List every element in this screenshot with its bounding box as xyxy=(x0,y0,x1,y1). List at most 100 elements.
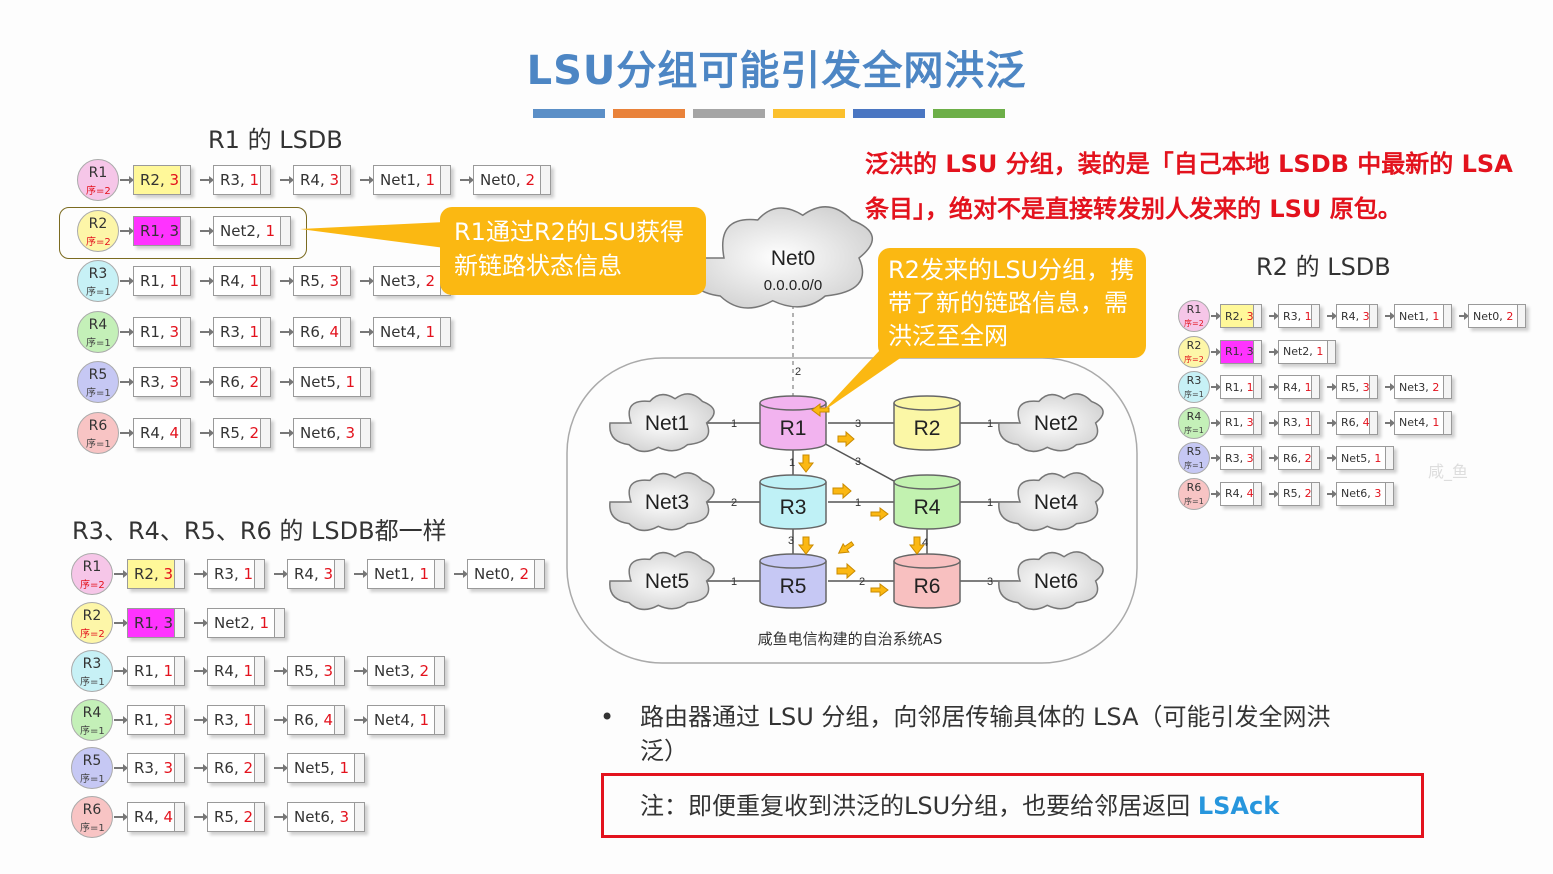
link-arrow xyxy=(114,618,128,627)
link-arrow xyxy=(354,570,368,578)
net1-cloud: Net1 xyxy=(609,393,715,453)
lsa-neighbor: R1, xyxy=(140,221,165,240)
router-name: R5 xyxy=(82,753,102,769)
flood-arrow xyxy=(797,454,815,473)
lsa-entry: R1, 3 xyxy=(133,316,191,347)
lsa-entry: R1, 1 xyxy=(127,656,185,686)
pointer-slot xyxy=(174,802,184,831)
link-arrow xyxy=(360,277,374,285)
cost-r2-net2: 1 xyxy=(987,418,993,430)
lsa-cost: 3 xyxy=(345,423,355,442)
lsa-neighbor: R6, xyxy=(294,710,319,729)
sequence-number: 序=1 xyxy=(86,438,111,450)
router-name: R5 xyxy=(88,367,108,383)
link-arrow xyxy=(194,667,208,675)
lsa-neighbor: Net0, xyxy=(1473,309,1503,323)
pointer-slot xyxy=(1385,447,1393,469)
sequence-number: 序=1 xyxy=(1184,390,1204,399)
lsa-neighbor: R6, xyxy=(1341,416,1360,429)
sequence-number: 序=1 xyxy=(86,337,111,349)
sequence-number: 序=2 xyxy=(86,236,111,248)
lsa-entry: Net6, 3 xyxy=(287,801,365,832)
cost-r6-net6: 3 xyxy=(987,576,993,588)
lsa-entry: R3, 1 xyxy=(1278,410,1320,435)
lsa-entry: R2, 3 xyxy=(1220,304,1262,328)
lsa-neighbor: Net1, xyxy=(1399,309,1429,323)
title-bar-5 xyxy=(933,109,1005,118)
lsa-cost: 3 xyxy=(163,565,174,583)
lsa-neighbor: R1, xyxy=(134,613,159,632)
link-arrow xyxy=(200,428,214,437)
router-name: R2 xyxy=(88,215,108,232)
lsa-neighbor: R2, xyxy=(1225,309,1244,323)
lsa-neighbor: Net2, xyxy=(220,221,261,240)
pointer-slot xyxy=(174,608,184,637)
sequence-number: 序=1 xyxy=(1184,496,1204,506)
lsa-entry: R5, 2 xyxy=(213,417,271,448)
link-arrow xyxy=(274,570,288,578)
lsa-entry: R5, 3 xyxy=(287,656,345,686)
lsa-neighbor: R4, xyxy=(300,171,325,189)
pointer-slot xyxy=(1443,305,1451,327)
pointer-slot xyxy=(180,418,190,447)
link-arrow xyxy=(1269,347,1279,356)
lsa-neighbor: R4, xyxy=(214,662,239,680)
lsa-cost: 3 xyxy=(323,662,334,680)
pointer-slot xyxy=(340,166,350,194)
lsa-cost: 1 xyxy=(249,171,260,189)
pointer-slot xyxy=(334,560,344,588)
as-boundary xyxy=(566,357,1138,664)
lsa-neighbor: Net5, xyxy=(294,759,335,777)
lsa-entry: Net1, 1 xyxy=(373,165,451,195)
lsa-entry: R4, 3 xyxy=(287,559,345,589)
lsa-neighbor: R5, xyxy=(1341,380,1360,394)
watermark: 咸_鱼 xyxy=(1428,462,1469,481)
link-arrow xyxy=(194,764,208,772)
pointer-slot xyxy=(440,166,450,194)
pointer-slot xyxy=(434,560,444,588)
pointer-slot xyxy=(180,317,190,346)
lsa-entry: R6, 4 xyxy=(1336,410,1378,435)
lsa-neighbor: R6, xyxy=(1283,451,1302,465)
lsa-cost: 1 xyxy=(163,662,174,680)
router-label: R3 xyxy=(780,496,807,519)
callout-r1-learned: R1通过R2的LSU获得新链路状态信息 xyxy=(440,207,706,295)
net4-cloud-label: Net4 xyxy=(1034,491,1079,514)
link-arrow xyxy=(1269,418,1279,427)
router-label: R4 xyxy=(914,496,941,519)
lsa-cost: 3 xyxy=(163,759,174,777)
link-arrow xyxy=(200,277,214,285)
link-arrow xyxy=(280,428,294,437)
lsa-cost: 4 xyxy=(169,423,180,442)
net6-cloud: Net6 xyxy=(998,551,1104,611)
lsa-cost: 1 xyxy=(243,710,254,729)
pointer-slot xyxy=(1311,305,1319,327)
lsa-entry: R3, 1 xyxy=(1278,304,1320,328)
lsa-entry: R5, 2 xyxy=(207,801,265,832)
router-label: R2 xyxy=(914,417,941,440)
router-label: R6 xyxy=(914,575,941,598)
lsa-neighbor: Net1, xyxy=(380,171,421,189)
link-arrow xyxy=(120,226,134,235)
pointer-slot xyxy=(334,657,344,685)
link-arrow xyxy=(1269,454,1279,462)
note-box xyxy=(601,773,1424,838)
lsa-entry: Net2, 1 xyxy=(213,215,291,246)
pointer-slot xyxy=(1443,411,1451,434)
pointer-slot xyxy=(1311,376,1319,398)
cost-net0-r1: 2 xyxy=(795,366,801,378)
pointer-slot xyxy=(1253,340,1261,363)
flood-arrow xyxy=(837,430,855,448)
lsa-cost: 3 xyxy=(1374,487,1382,500)
r2-row-highlight xyxy=(59,207,307,259)
cost-r1-r2: 3 xyxy=(855,418,861,430)
net0-address: 0.0.0.0/0 xyxy=(764,277,822,294)
pointer-slot xyxy=(260,166,270,194)
cost-r3-r4: 1 xyxy=(855,497,861,509)
lsa-neighbor: R4, xyxy=(220,272,245,290)
